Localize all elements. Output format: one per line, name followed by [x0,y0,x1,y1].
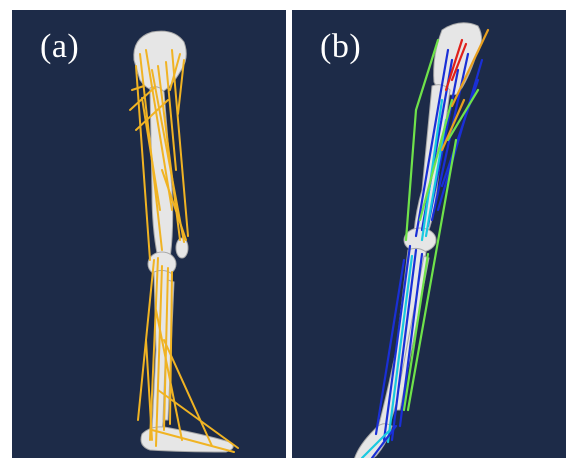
leg-model-a [12,10,286,458]
leg-model-b [292,10,566,458]
panel-b-label: (b) [320,30,361,64]
panel-a-label: (a) [40,30,79,64]
panel-a: (a) [12,10,286,458]
bones-b [354,23,482,458]
panel-b: (b) [292,10,566,458]
patella [176,238,188,258]
